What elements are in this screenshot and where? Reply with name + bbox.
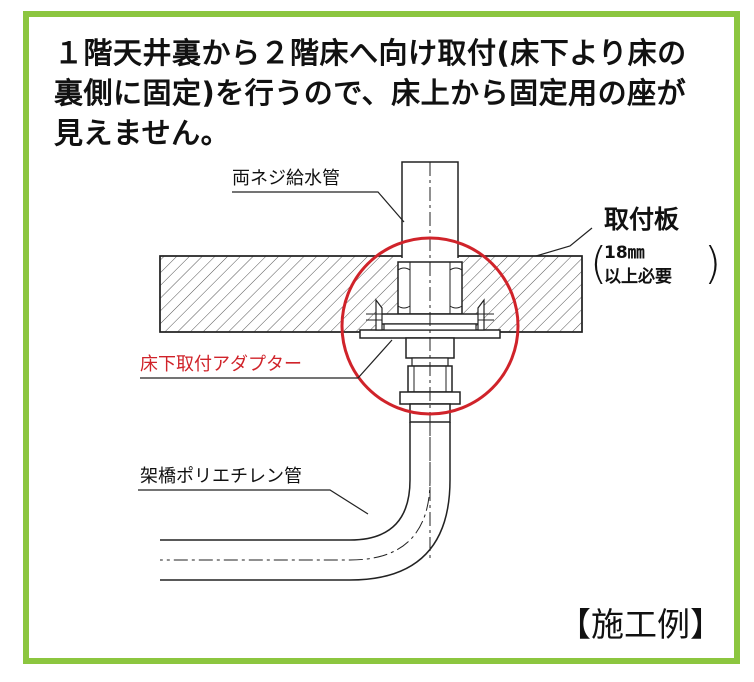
example-tag: 【施工例】 [558, 605, 723, 644]
adapter-fitting [359, 258, 501, 423]
right-paren: ) [704, 238, 722, 289]
board-note: ( 18㎜ 以上必要 ) [590, 238, 721, 296]
heading-text: １階天井裏から２階床へ向け取付(床下より床の 裏側に固定)を行うので、床上から固… [54, 33, 714, 153]
highlight-circle [340, 236, 520, 416]
leader-lines [138, 191, 593, 515]
board-title: 取付板 [604, 205, 680, 234]
heading-line-2: 裏側に固定)を行うので、床上から固定用の座が [54, 76, 687, 110]
crosslinked-pipe-label: 架橋ポリエチレン管 [140, 466, 302, 487]
crosslinked-pipe [160, 422, 451, 581]
board-note-line-1: 18㎜ [604, 243, 645, 263]
adapter-label: 床下取付アダプター [140, 354, 302, 375]
heading-line-1: １階天井裏から２階床へ向け取付(床下より床の [54, 36, 687, 70]
supply-pipe-label: 両ネジ給水管 [232, 168, 340, 189]
heading-line-3: 見えません。 [54, 116, 231, 150]
supply-pipe [401, 161, 459, 560]
left-paren: ( [590, 238, 608, 289]
board-note-line-2: 以上必要 [604, 267, 672, 287]
